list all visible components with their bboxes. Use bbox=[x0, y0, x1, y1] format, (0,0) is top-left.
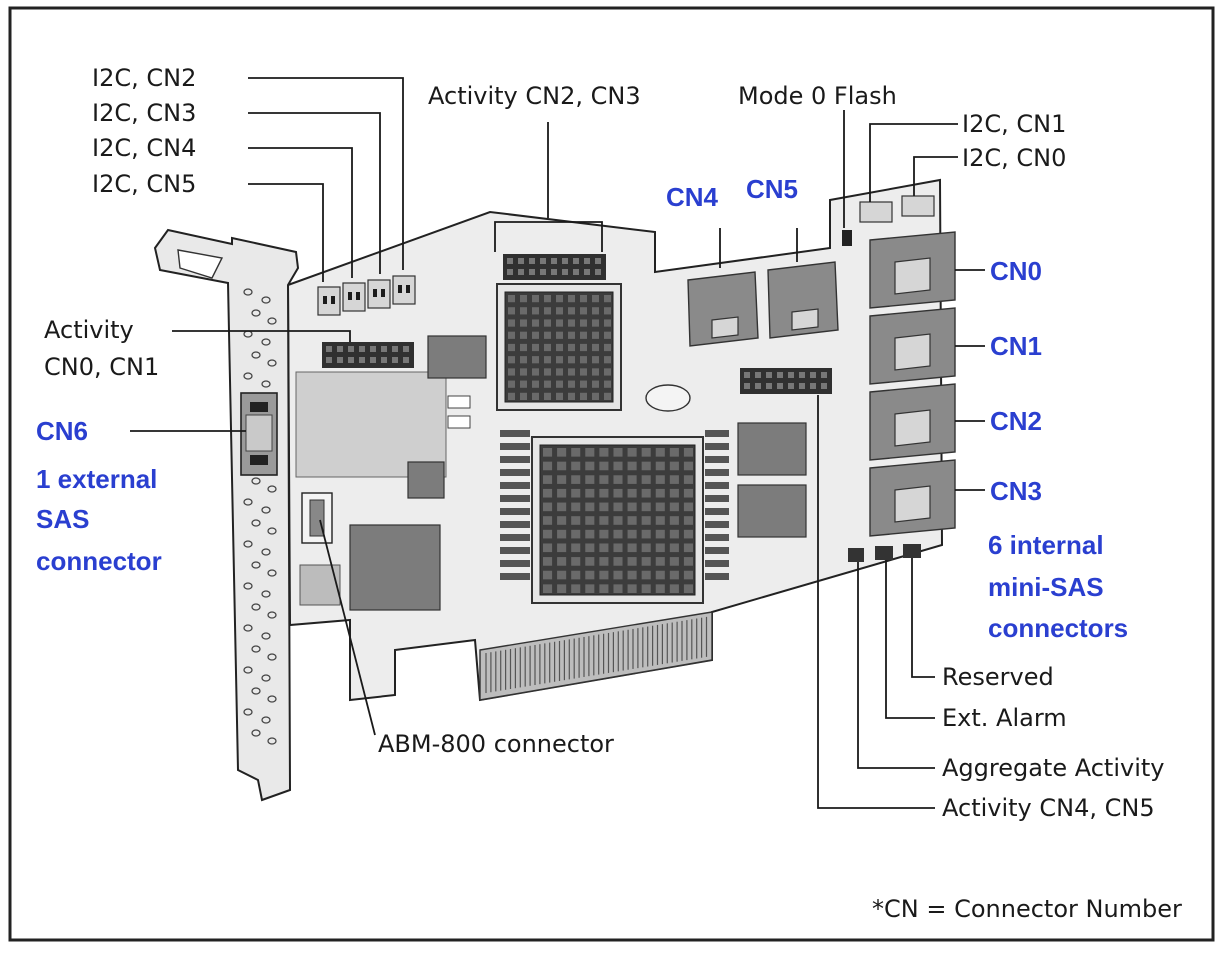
i2c-header-cn0 bbox=[901, 195, 935, 217]
label-activity-cn0-cn1-line2: CN0, CN1 bbox=[44, 353, 159, 381]
internal-group-line3: connectors bbox=[988, 613, 1128, 643]
activity-header-cn4-cn5 bbox=[740, 368, 832, 394]
internal-group-line2: mini-SAS bbox=[988, 572, 1104, 602]
external-group-line3: connector bbox=[36, 546, 162, 576]
label-i2c-cn2: I2C, CN2 bbox=[92, 64, 196, 92]
i2c-headers-cn2-cn5 bbox=[317, 275, 416, 316]
connector-label-cn6: CN6 bbox=[36, 416, 88, 446]
label-i2c-cn5: I2C, CN5 bbox=[92, 170, 196, 198]
cn3-connector bbox=[869, 459, 956, 537]
mode-0-flash-jumper bbox=[842, 230, 852, 246]
i2c-header-cn1 bbox=[859, 201, 893, 223]
label-i2c-cn3: I2C, CN3 bbox=[92, 99, 196, 127]
label-i2c-cn0: I2C, CN0 bbox=[962, 144, 1066, 172]
raid-card-illustration bbox=[153, 178, 956, 802]
label-aggregate-activity: Aggregate Activity bbox=[942, 754, 1165, 782]
cn2-connector bbox=[869, 383, 956, 461]
connector-label-cn5: CN5 bbox=[746, 174, 798, 204]
activity-header-cn0-cn1 bbox=[322, 342, 414, 368]
label-activity-cn0-cn1: Activity bbox=[44, 316, 134, 344]
cn5-connector bbox=[767, 261, 839, 339]
connector-label-cn1: CN1 bbox=[990, 331, 1042, 361]
leader-lines bbox=[130, 77, 985, 809]
internal-group-line1: 6 internal bbox=[988, 530, 1104, 560]
cn1-connector bbox=[869, 307, 956, 385]
label-i2c-cn1: I2C, CN1 bbox=[962, 110, 1066, 138]
cn0-connector bbox=[869, 231, 956, 309]
external-group-line1: 1 external bbox=[36, 464, 157, 494]
small-heatsink bbox=[496, 283, 622, 411]
external-group-line2: SAS bbox=[36, 504, 89, 534]
pcie-edge-connector bbox=[479, 611, 713, 701]
label-abm-800: ABM-800 connector bbox=[378, 730, 614, 758]
footnote: *CN = Connector Number bbox=[872, 895, 1182, 923]
activity-header-cn2-cn3 bbox=[503, 254, 606, 280]
cn6-external-connector bbox=[240, 392, 278, 476]
reserved-header bbox=[903, 544, 921, 558]
label-activity-cn2-cn3: Activity CN2, CN3 bbox=[428, 82, 641, 110]
label-i2c-cn4: I2C, CN4 bbox=[92, 134, 196, 162]
cn4-connector bbox=[687, 271, 759, 347]
connector-label-cn2: CN2 bbox=[990, 406, 1042, 436]
connector-label-cn4: CN4 bbox=[666, 182, 719, 212]
label-ext-alarm: Ext. Alarm bbox=[942, 704, 1067, 732]
aggregate-activity-header bbox=[848, 548, 864, 562]
label-activity-cn4-cn5: Activity CN4, CN5 bbox=[942, 794, 1155, 822]
mounting-bracket bbox=[153, 228, 300, 802]
ext-alarm-header bbox=[875, 546, 893, 560]
abm-800-connector bbox=[301, 492, 333, 544]
label-mode-0-flash: Mode 0 Flash bbox=[738, 82, 897, 110]
large-heatsink bbox=[500, 430, 729, 604]
connector-label-cn0: CN0 bbox=[990, 256, 1042, 286]
label-reserved: Reserved bbox=[942, 663, 1054, 691]
connector-label-cn3: CN3 bbox=[990, 476, 1042, 506]
